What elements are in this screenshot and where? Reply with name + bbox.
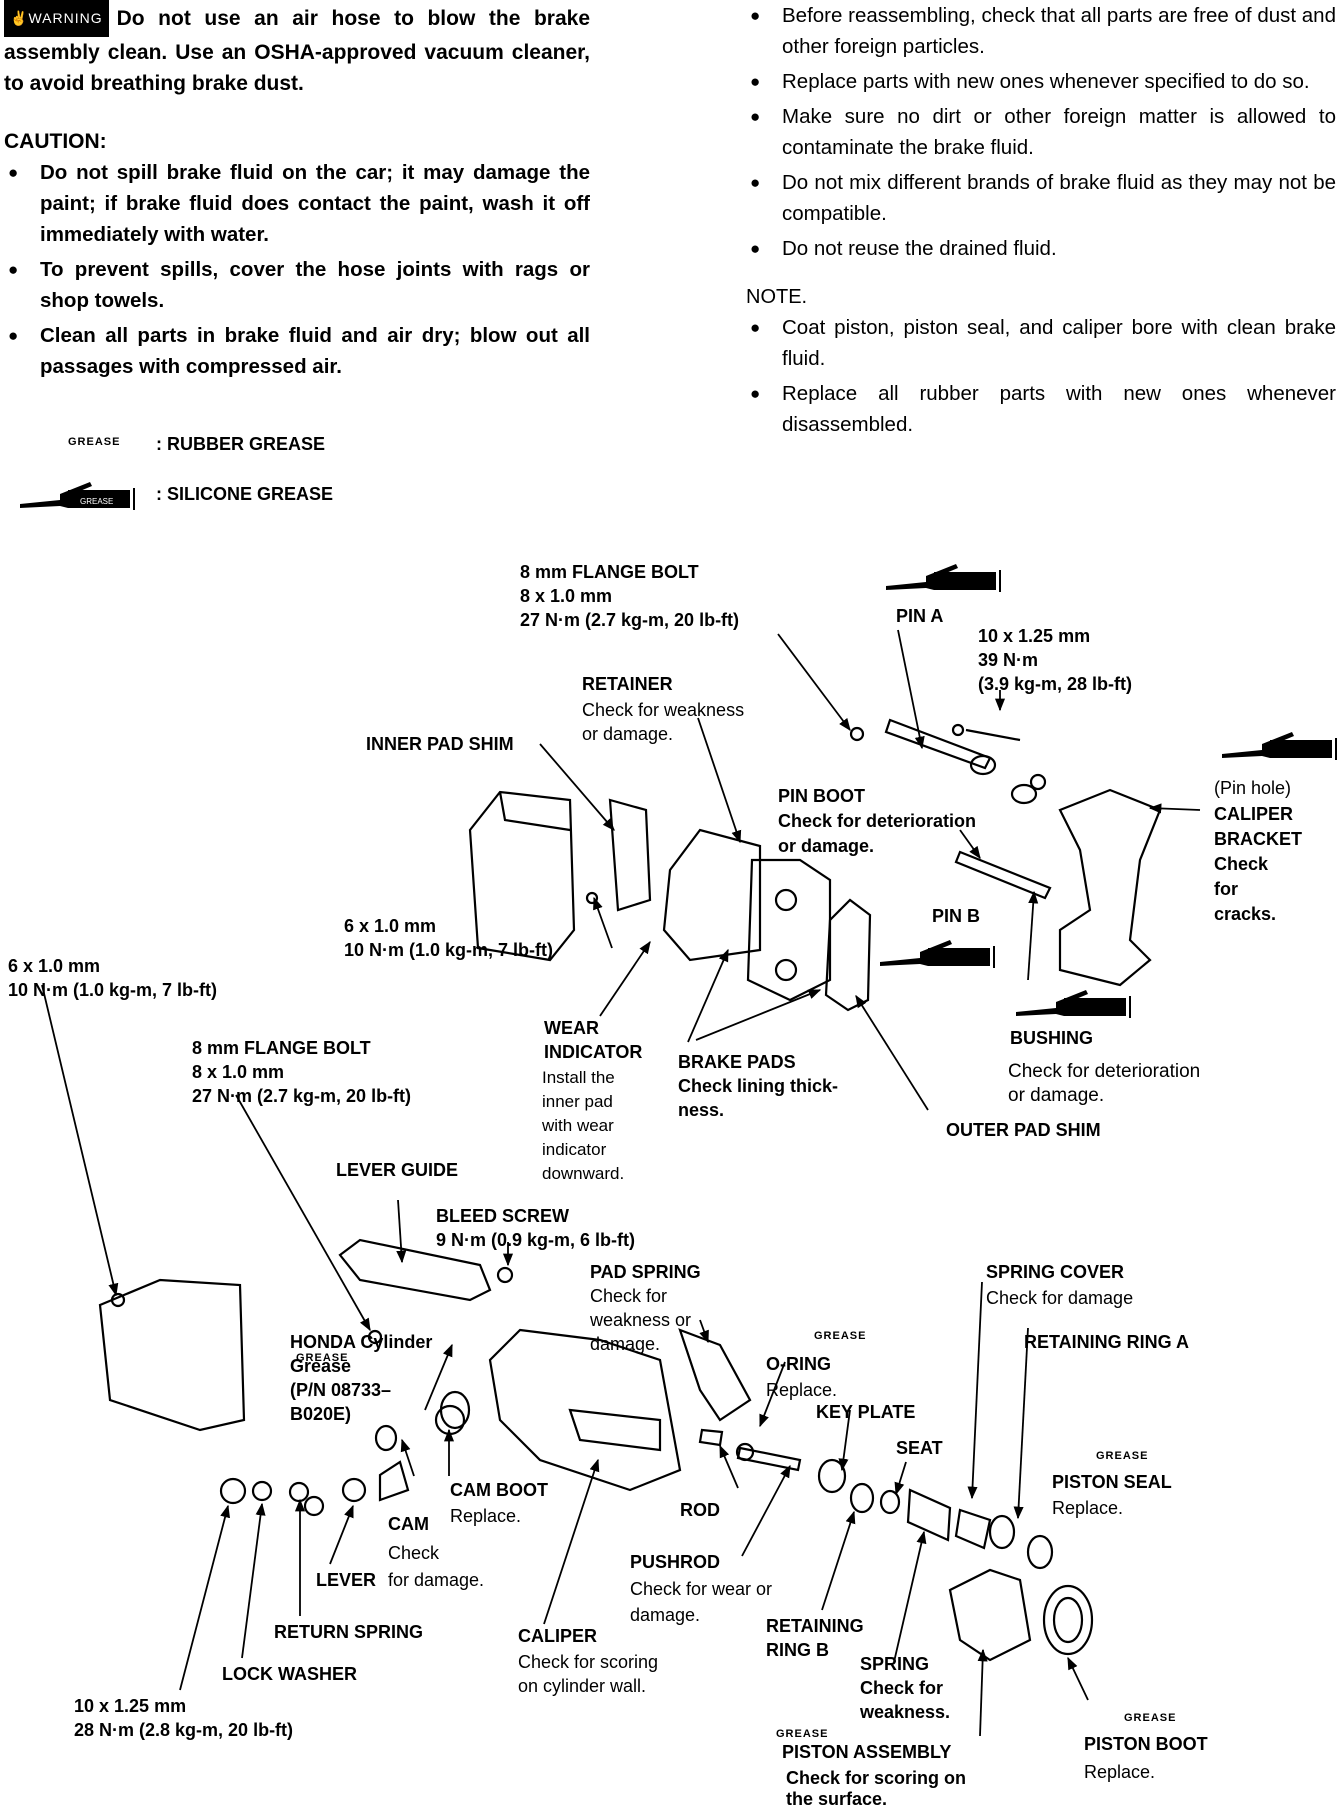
label-retainer-note: Check for weakness or damage.: [582, 700, 745, 744]
svg-text:GREASE: GREASE: [80, 497, 113, 506]
note-item: Replace all rubber parts with new ones w…: [746, 378, 1336, 440]
reassembly-item: Make sure no dirt or other foreign matte…: [746, 101, 1336, 163]
rubber-grease-symbol: GREASE: [68, 436, 121, 448]
label-cam-note: Check for damage.: [388, 1543, 485, 1590]
label-bushing: BUSHING: [1010, 1028, 1094, 1048]
label-pin-a: PIN A: [896, 606, 944, 626]
warning-icon: ✌: [10, 10, 29, 26]
label-piston-seal-note: Replace.: [1052, 1498, 1124, 1518]
label-pin-b: PIN B: [932, 906, 981, 926]
silicone-grease-label: : SILICONE GREASE: [156, 484, 334, 504]
label-pushrod-note: Check for wear or damage.: [630, 1579, 773, 1625]
label-cam-boot-note: Replace.: [450, 1506, 522, 1526]
label-caliper-note: Check for scoring on cylinder wall.: [518, 1652, 659, 1696]
rubber-grease-tag: GREASE: [1124, 1712, 1177, 1724]
caution-item: To prevent spills, cover the hose joints…: [4, 254, 590, 316]
label-inner-pad-shim: INNER PAD SHIM: [366, 734, 514, 754]
silicone-grease-icon: GREASE: [20, 482, 135, 510]
label-flange-bolt-mid: 8 mm FLANGE BOLT 8 x 1.0 mm 27 N·m (2.7 …: [192, 1038, 412, 1106]
note-title: NOTE.: [746, 286, 808, 308]
label-cam-boot: CAM BOOT: [450, 1480, 548, 1500]
reassembly-item: Do not mix different brands of brake flu…: [746, 167, 1336, 229]
label-cam: CAM: [388, 1514, 429, 1534]
caution-title: CAUTION:: [4, 130, 107, 153]
label-wear-indicator-note: Install the inner pad with wear indicato…: [542, 1068, 625, 1183]
label-outer-pad-shim: OUTER PAD SHIM: [946, 1120, 1101, 1140]
label-spring-cover: SPRING COVER: [986, 1262, 1125, 1282]
label-pad-spring: PAD SPRING: [590, 1262, 701, 1282]
label-brake-pads: BRAKE PADS Check lining thick- ness.: [678, 1052, 839, 1120]
caution-list: Do not spill brake fluid on the car; it …: [4, 157, 590, 382]
silicone-grease-icon: [886, 564, 1001, 592]
label-bolt-6x1-mid: 6 x 1.0 mm 10 N·m (1.0 kg-m, 7 lb-ft): [344, 916, 554, 960]
right-notes: Before reassembling, check that all part…: [746, 0, 1336, 444]
label-pin-hole: (Pin hole): [1214, 778, 1292, 798]
label-lever: LEVER: [316, 1570, 377, 1590]
label-seat: SEAT: [896, 1438, 943, 1458]
label-rod: ROD: [680, 1500, 720, 1520]
label-wear-indicator: WEAR INDICATOR: [544, 1018, 643, 1062]
label-o-ring-note: Replace.: [766, 1380, 838, 1400]
label-pushrod: PUSHROD: [630, 1552, 721, 1572]
label-bushing-note: Check for deterioration or damage.: [1008, 1061, 1201, 1106]
label-pad-spring-note: Check for weakness or damage.: [590, 1286, 692, 1354]
caution-block: CAUTION: Do not spill brake fluid on the…: [4, 126, 590, 386]
label-pin-boot: PIN BOOT Check for deterioration or dama…: [778, 786, 977, 856]
label-piston-boot-note: Replace.: [1084, 1762, 1156, 1782]
label-retaining-ring-a: RETAINING RING A: [1024, 1332, 1189, 1352]
reassembly-list: Before reassembling, check that all part…: [746, 0, 1336, 264]
rubber-grease-tag: GREASE: [296, 1352, 349, 1364]
label-flange-bolt-top: 8 mm FLANGE BOLT 8 x 1.0 mm 27 N·m (2.7 …: [520, 562, 740, 630]
label-bolt-10x125-bottom: 10 x 1.25 mm 28 N·m (2.8 kg-m, 20 lb-ft): [74, 1696, 294, 1740]
reassembly-item: Before reassembling, check that all part…: [746, 0, 1336, 62]
caution-item: Do not spill brake fluid on the car; it …: [4, 157, 590, 250]
label-bleed-screw: BLEED SCREW 9 N·m (0.9 kg-m, 6 lb-ft): [436, 1206, 636, 1250]
caution-item: Clean all parts in brake fluid and air d…: [4, 320, 590, 382]
label-bolt-10x125-top: 10 x 1.25 mm 39 N·m (3.9 kg-m, 28 lb-ft): [978, 626, 1133, 694]
reassembly-item: Replace parts with new ones whenever spe…: [746, 66, 1336, 97]
label-key-plate: KEY PLATE: [816, 1402, 916, 1422]
label-piston-boot: PISTON BOOT: [1084, 1734, 1208, 1754]
label-caliper-bracket: CALIPER BRACKET Check for cracks.: [1214, 804, 1302, 924]
warning-text: Do not use an air hose to blow the brake…: [4, 7, 590, 95]
label-spring-cover-note: Check for damage: [986, 1288, 1134, 1308]
silicone-grease-icon: [1222, 732, 1337, 760]
label-caliper: CALIPER: [518, 1626, 598, 1646]
label-spring: SPRING Check for weakness.: [860, 1654, 951, 1722]
label-piston-seal: PISTON SEAL: [1052, 1472, 1172, 1492]
label-lever-guide: LEVER GUIDE: [336, 1160, 459, 1180]
reassembly-item: Do not reuse the drained fluid.: [746, 233, 1336, 264]
label-return-spring: RETURN SPRING: [274, 1622, 424, 1642]
label-honda-grease: HONDA Cylinder Grease (P/N 08733– B020E): [290, 1332, 433, 1424]
note-list: Coat piston, piston seal, and caliper bo…: [746, 312, 1336, 440]
silicone-grease-icon: [880, 940, 995, 968]
label-lock-washer: LOCK WASHER: [222, 1664, 357, 1684]
rubber-grease-label: : RUBBER GREASE: [156, 434, 326, 454]
warning-badge: ✌WARNING: [4, 0, 109, 37]
label-piston-assembly-note: Check for scoring on the surface.: [786, 1768, 967, 1809]
rubber-grease-tag: GREASE: [776, 1728, 829, 1740]
rubber-grease-tag: GREASE: [1096, 1450, 1149, 1462]
label-retaining-ring-b: RETAINING RING B: [766, 1616, 864, 1660]
note-item: Coat piston, piston seal, and caliper bo…: [746, 312, 1336, 374]
label-piston-assembly: PISTON ASSEMBLY: [782, 1742, 952, 1762]
label-bolt-6x1-left: 6 x 1.0 mm 10 N·m (1.0 kg-m, 7 lb-ft): [8, 956, 218, 1000]
label-retainer: RETAINER: [582, 674, 673, 694]
label-o-ring: O-RING: [766, 1354, 831, 1374]
rubber-grease-tag: GREASE: [814, 1330, 867, 1342]
silicone-grease-icon: [1016, 990, 1131, 1018]
